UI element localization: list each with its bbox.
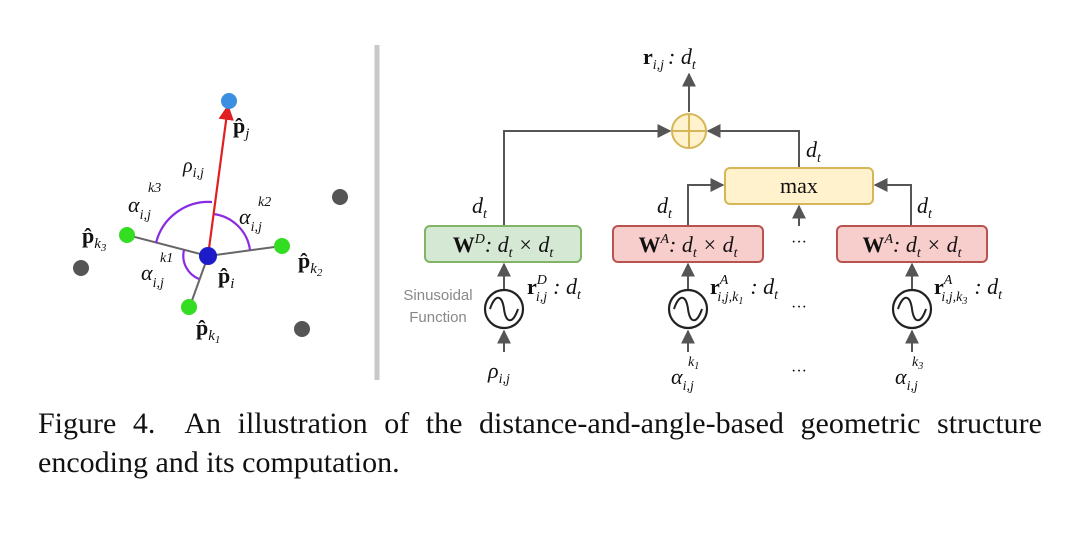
label-pk2: p̂k2: [298, 248, 323, 279]
wa1-label: WA: dt × dt: [638, 232, 738, 261]
ellipsis-sin: ···: [791, 299, 807, 316]
label-alpha-k3-sup: k3: [148, 181, 161, 196]
max-box: [724, 167, 874, 205]
point-pk3: [119, 227, 135, 243]
angle-arc-k1: [182, 249, 200, 281]
label-pj: p̂j: [233, 113, 249, 142]
ellipsis-boxes: ···: [791, 234, 807, 251]
input-alpha-k3: αi,j: [895, 364, 918, 394]
dt-label-max: dt: [806, 137, 822, 166]
input-alpha-k1-sup: k1: [688, 355, 699, 372]
label-alpha-k2: αi,j: [239, 204, 262, 235]
max-label: max: [780, 173, 818, 198]
caption-label: Figure 4.: [38, 407, 156, 440]
dt-label-wd: dt: [472, 193, 488, 222]
input-alpha-k3-sup: k3: [912, 355, 923, 372]
caption-text: An illustration of the distance-and-angl…: [38, 407, 1042, 479]
wa1-box: [612, 225, 764, 263]
label-pi: p̂i: [218, 263, 234, 292]
wa3-label: WA: dt × dt: [862, 232, 962, 261]
ellipsis-inputs: ···: [791, 363, 807, 380]
point-pi: [199, 247, 217, 265]
figure-caption: Figure 4. An illustration of the distanc…: [38, 404, 1042, 482]
output-label: ri,j: dt: [643, 44, 697, 73]
arrow-wa3-to-max: [873, 178, 912, 226]
arrow-wa1-to-max: [687, 178, 725, 226]
distance-arrow: [206, 104, 234, 257]
dt-label-wa3: dt: [917, 193, 933, 222]
wd-label: WD: dt × dt: [453, 232, 555, 261]
dt-label-wa1: dt: [657, 193, 673, 222]
label-alpha-k2-sup: k2: [258, 195, 271, 210]
label-pk1: p̂k1: [196, 315, 220, 346]
sinusoidal-label-1: Sinusoidal: [403, 287, 472, 304]
point-gray-1: [332, 189, 348, 205]
geometry-panel: p̂j ρi,j αi,j k3 αi,j k2 αi,j k1 p̂k3 p̂…: [73, 93, 348, 346]
wd-box: [424, 225, 582, 263]
edge-pi-pk2: [207, 245, 283, 257]
sinusoid-node-a3: [891, 288, 933, 330]
label-pk3: p̂k3: [82, 223, 107, 254]
label-alpha-k3: αi,j: [128, 192, 151, 223]
label-alpha-k1: αi,j: [141, 260, 164, 291]
label-alpha-k1-sup: k1: [160, 251, 173, 266]
sinusoid-node-d: [483, 288, 525, 330]
arrow-max-to-sum: [706, 124, 800, 168]
input-alpha-k1: αi,j: [671, 364, 694, 394]
point-pk2: [274, 238, 290, 254]
wa3-box: [836, 225, 988, 263]
sinusoid-node-a1: [667, 288, 709, 330]
point-pj: [221, 93, 237, 109]
point-gray-3: [294, 321, 310, 337]
label-rho: ρi,j: [182, 155, 204, 181]
sinusoidal-label-2: Function: [409, 309, 467, 326]
input-rho: ρi,j: [487, 358, 510, 387]
edge-pi-pk3: [126, 234, 209, 257]
point-pk1: [181, 299, 197, 315]
angle-arc-k3: [154, 200, 213, 244]
angle-arc-k2: [212, 212, 252, 251]
arrow-wd-to-sum: [503, 124, 672, 226]
point-gray-2: [73, 260, 89, 276]
computation-panel: ri,j: dt max dt dt dt dt WD: dt × dt WA:…: [403, 44, 1003, 394]
figure-canvas: p̂j ρi,j αi,j k3 αi,j k2 αi,j k1 p̂k3 p̂…: [73, 44, 1003, 394]
